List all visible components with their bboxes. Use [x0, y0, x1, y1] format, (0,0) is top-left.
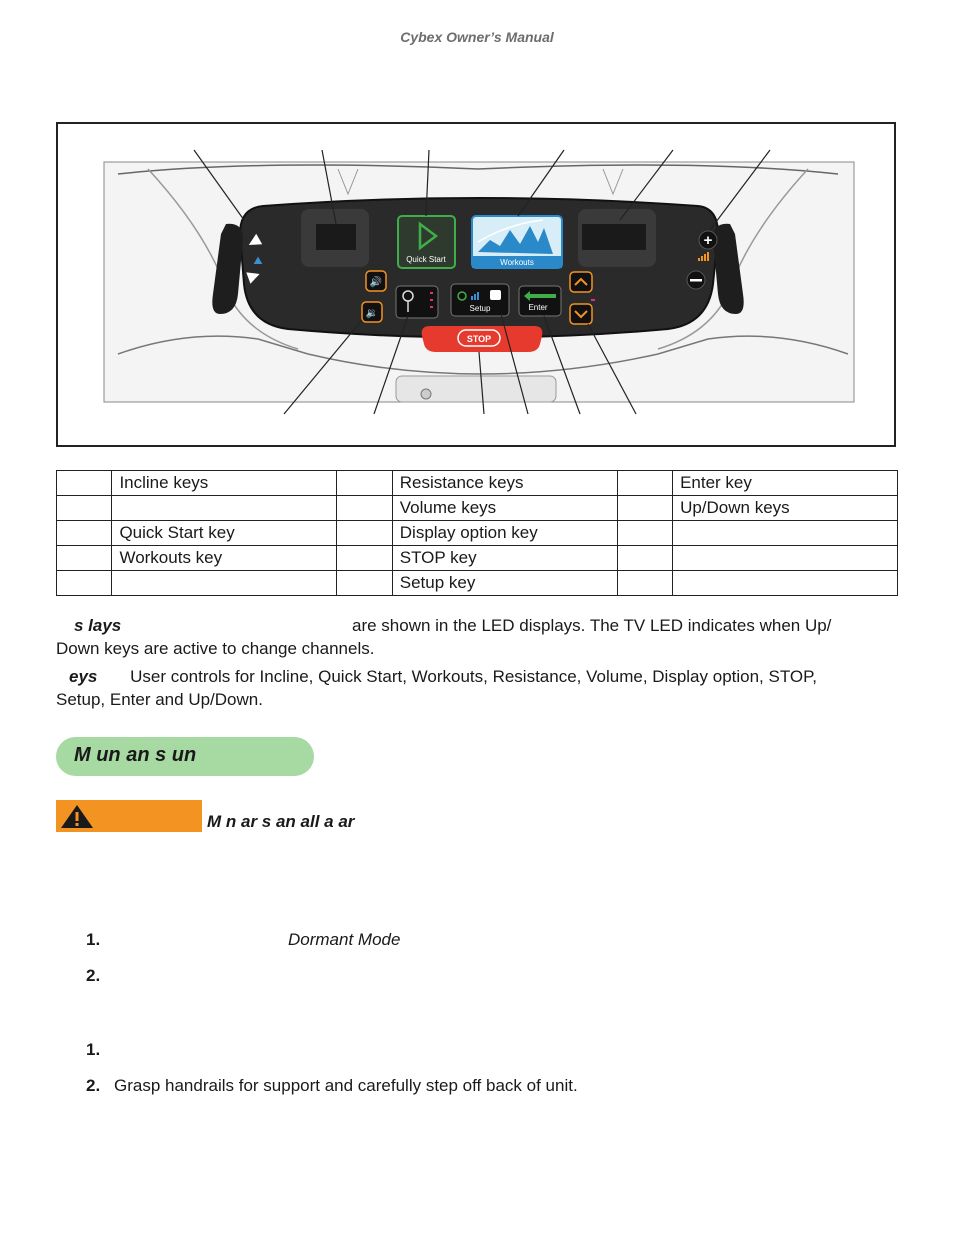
keys-text-2: Setup, Enter and Up/Down. [56, 690, 263, 709]
legend-callout-number [55, 545, 113, 571]
legend-callout-number [55, 520, 113, 546]
step-a2-number: 2. [86, 966, 101, 985]
step-b2-number: 2. [86, 1076, 101, 1095]
displays-text: are shown in the LED displays. The TV LE… [352, 616, 832, 635]
section-title: M un an s un [74, 744, 197, 766]
workouts-label: Workouts [500, 258, 534, 267]
signal-icon [471, 292, 479, 300]
displays-heading: s lays [74, 616, 122, 635]
keys-paragraph: eys User controls for Incline, Quick Sta… [56, 665, 896, 711]
legend-label: Workouts key [111, 545, 338, 571]
left-led-display [316, 224, 356, 250]
legend-label: Resistance keys [391, 470, 618, 496]
plus-icon[interactable] [698, 230, 718, 250]
legend-row: Workouts key STOP key [55, 545, 898, 571]
legend-callout-number [616, 545, 674, 571]
legend-label: Display option key [391, 520, 618, 546]
incline-icon: ⛰ [253, 255, 262, 267]
legend-callout-number [616, 520, 674, 546]
resistance-keys-pod [713, 223, 744, 314]
workout-profile-icon [478, 226, 553, 254]
down-key[interactable] [569, 303, 593, 325]
legend-label [672, 520, 898, 546]
chevron-up-icon [574, 277, 588, 286]
legend-row: Incline keys Resistance keys Enter key [55, 470, 898, 496]
volume-up-key[interactable] [365, 270, 387, 292]
displays-text-2: Down keys are active to change channels. [56, 639, 375, 658]
stop-label: STOP [467, 334, 491, 344]
section-heading-pill: M un an s un [56, 737, 314, 776]
legend-callout-number [55, 495, 113, 521]
play-icon [418, 221, 439, 251]
legend-callout-number [336, 570, 393, 596]
legend-label: Setup key [391, 570, 618, 596]
legend-row: Volume keys Up/Down keys [55, 495, 898, 521]
keys-heading: eys [69, 667, 98, 686]
clock-icon [490, 290, 501, 300]
svg-text:+: + [704, 232, 713, 249]
speaker-icon: 🔊 [370, 275, 382, 288]
page-header: Cybex Owner’s Manual [400, 29, 554, 45]
step-b1-number: 1. [86, 1040, 101, 1059]
legend-label [111, 570, 338, 596]
enter-arrow-icon [524, 291, 556, 301]
callout-lines [193, 149, 771, 415]
legend-label [672, 545, 898, 571]
legend-label [111, 495, 338, 521]
keys-text: User controls for Incline, Quick Start, … [130, 667, 818, 686]
legend-callout-number [336, 520, 393, 546]
legend-callout-number [336, 495, 393, 521]
warning-banner [56, 800, 202, 832]
legend-callout-number [616, 470, 674, 496]
volume-down-key[interactable] [361, 301, 383, 323]
legend-callout-number [55, 470, 113, 496]
legend-callout-number [336, 470, 393, 496]
chevron-down-icon [574, 310, 588, 319]
legend-callout-number [616, 570, 674, 596]
legend-label: Up/Down keys [672, 495, 898, 521]
console-figure: Quick Start Workouts ⛰ + 🔊 🔉 [56, 122, 896, 447]
tv-led [591, 299, 595, 301]
right-led-display [582, 224, 646, 250]
resistance-level-icon [698, 252, 709, 261]
legend-label: STOP key [391, 545, 618, 571]
setup-label: Setup [470, 304, 491, 313]
display-option-key[interactable] [395, 285, 439, 319]
legend-label: Enter key [672, 470, 898, 496]
speaker-low-icon: 🔉 [366, 308, 378, 319]
legend-row: Setup key [55, 570, 898, 596]
warning-text: M n ar s an all a ar [207, 812, 355, 831]
legend-label: Quick Start key [111, 520, 338, 546]
legend-label [672, 570, 898, 596]
quick-start-label: Quick Start [406, 255, 446, 264]
incline-down-icon[interactable] [246, 268, 261, 284]
legend-callout-number [616, 495, 674, 521]
legend-callout-number [336, 545, 393, 571]
incline-up-icon[interactable] [246, 233, 263, 250]
legend-row: Quick Start key Display option key [55, 520, 898, 546]
warning-icon [61, 805, 93, 828]
legend-callout-number [55, 570, 113, 596]
displays-paragraph: s lays are shown in the LED displays. Th… [56, 614, 896, 660]
console-illustration: Quick Start Workouts ⛰ + 🔊 🔉 [103, 149, 855, 415]
up-key[interactable] [569, 271, 593, 293]
step-a1-text: Dormant Mode [288, 930, 401, 949]
enter-label: Enter [528, 303, 547, 312]
step-b2-text: Grasp handrails for support and carefull… [114, 1076, 578, 1095]
timer-icon [457, 291, 467, 301]
legend-label: Incline keys [111, 470, 338, 496]
legend-label: Volume keys [391, 495, 618, 521]
incline-keys-pod [212, 223, 243, 314]
step-a1-number: 1. [86, 930, 101, 949]
